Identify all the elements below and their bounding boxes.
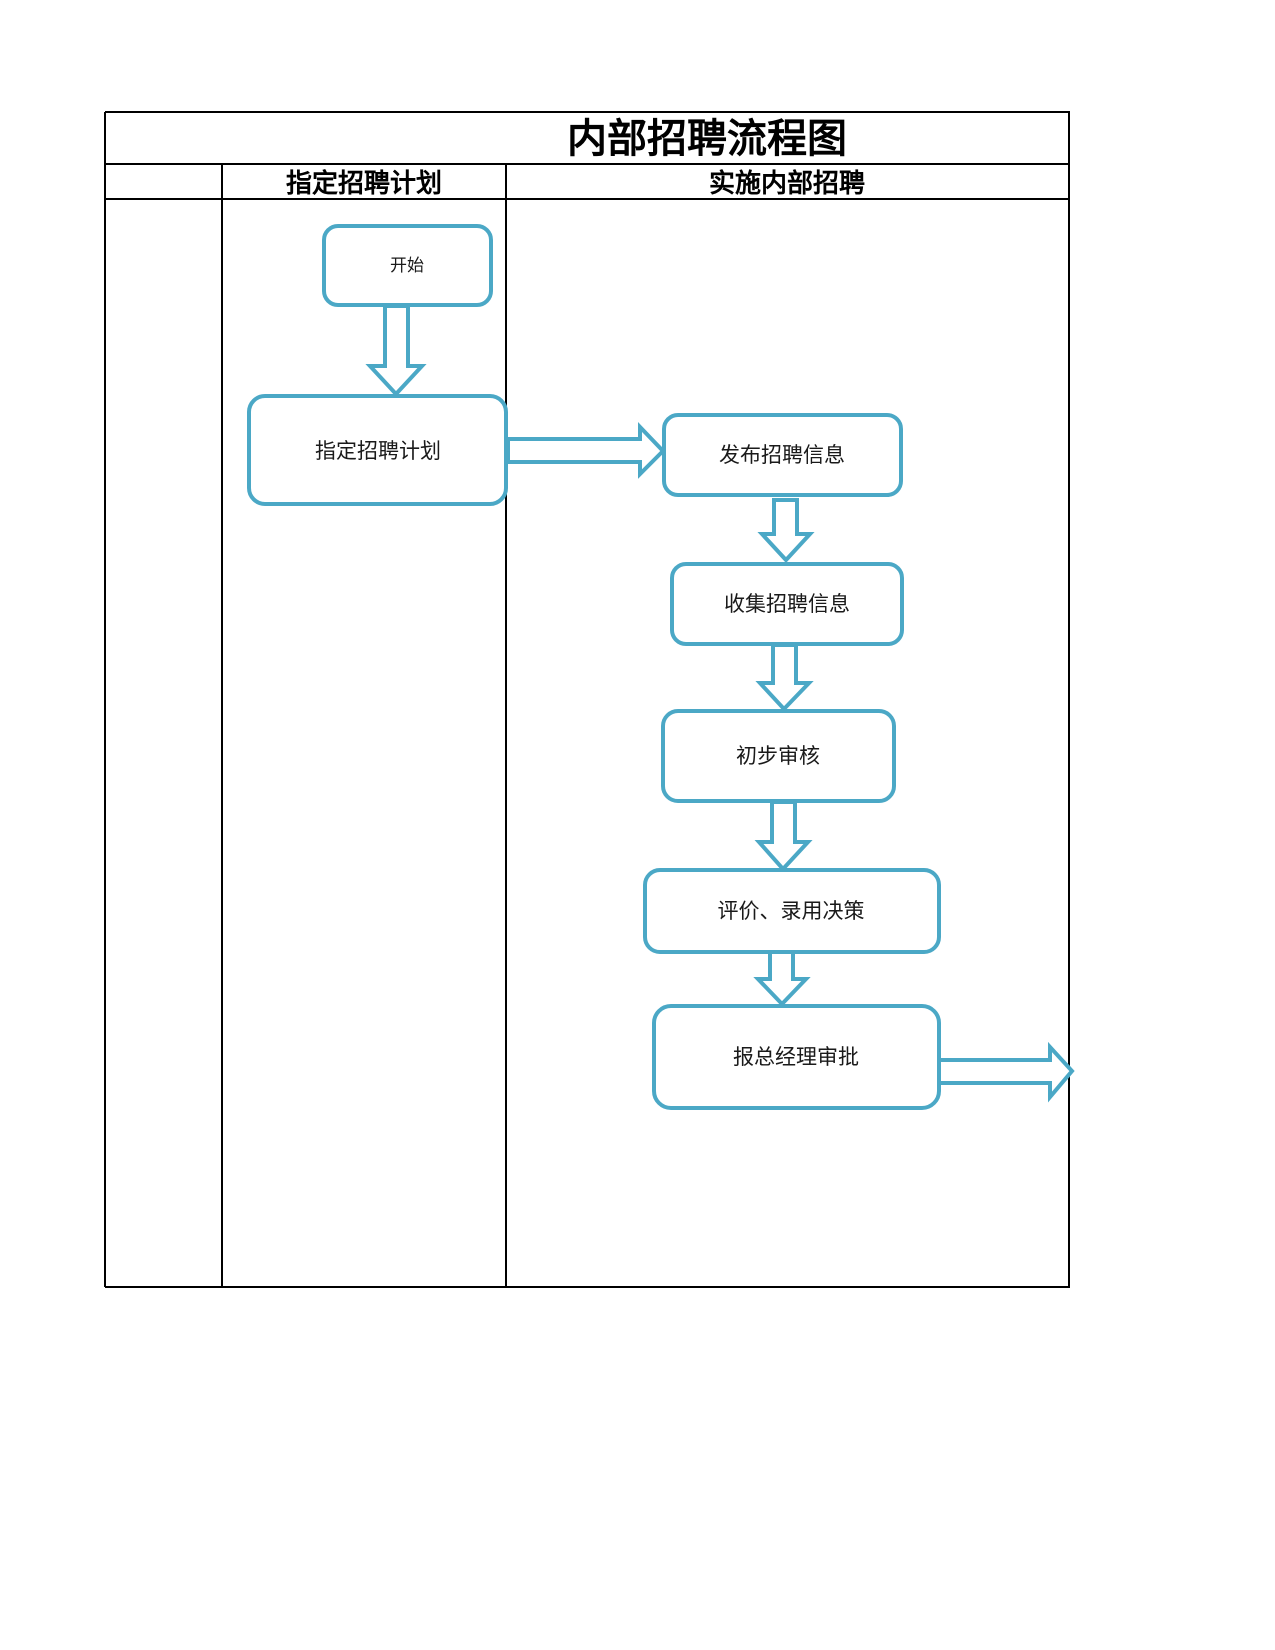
node-review-label: 初步审核 <box>736 744 820 768</box>
arrow-review-to-decide <box>754 800 813 872</box>
node-decide-label: 评价、录用决策 <box>718 899 865 923</box>
node-collect: 收集招聘信息 <box>670 562 904 646</box>
arrow-collect-to-review <box>755 643 814 712</box>
node-approve-label: 报总经理审批 <box>733 1045 859 1069</box>
arrow-plan-to-publish <box>506 422 666 479</box>
arrow-approve-to-next <box>931 1041 1075 1103</box>
node-plan-label: 指定招聘计划 <box>315 439 441 463</box>
table-grid <box>104 111 1070 1288</box>
node-decide: 评价、录用决策 <box>643 868 941 954</box>
page-title: 内部招聘流程图 <box>567 116 847 162</box>
node-review: 初步审核 <box>661 709 896 803</box>
arrow-decide-to-approve <box>753 946 811 1007</box>
arrow-publish-to-collect <box>757 498 815 563</box>
lane-header-implement: 实施内部招聘 <box>709 168 865 199</box>
node-collect-label: 收集招聘信息 <box>724 592 850 616</box>
lane-header-plan: 指定招聘计划 <box>286 168 442 199</box>
node-start: 开始 <box>322 224 493 307</box>
node-publish: 发布招聘信息 <box>662 413 903 497</box>
arrow-start-to-plan <box>365 304 427 397</box>
node-approve: 报总经理审批 <box>652 1004 941 1110</box>
flow-arrows <box>365 304 1075 1103</box>
node-start-label: 开始 <box>390 256 424 276</box>
node-publish-label: 发布招聘信息 <box>719 443 845 467</box>
node-plan: 指定招聘计划 <box>247 394 508 506</box>
